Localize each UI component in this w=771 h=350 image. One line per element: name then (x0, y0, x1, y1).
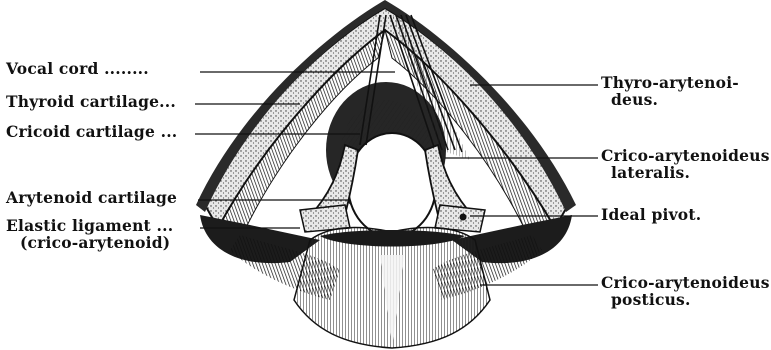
label-thyroid-cartilage: Thyroid cartilage... (6, 93, 176, 110)
label-crico-arytenoideus-lateralis: Crico-arytenoideus lateralis. (601, 147, 770, 181)
label-vocal-cord: Vocal cord ........ (6, 60, 149, 77)
label-line: Ideal pivot. (601, 206, 701, 223)
label-line: Cricoid cartilage ... (6, 123, 177, 140)
label-line: lateralis. (601, 164, 770, 181)
label-ideal-pivot: Ideal pivot. (601, 206, 701, 223)
label-line: deus. (601, 91, 739, 108)
label-line: Vocal cord ........ (6, 60, 149, 77)
glottis-opening (348, 133, 436, 237)
label-thyro-arytenoideus: Thyro-arytenoi- deus. (601, 74, 739, 108)
label-line: posticus. (601, 291, 770, 308)
label-line: Thyroid cartilage... (6, 93, 176, 110)
label-line: Thyro-arytenoi- (601, 74, 739, 91)
label-elastic-ligament: Elastic ligament ... (crico-arytenoid) (6, 217, 173, 251)
label-line: Elastic ligament ... (6, 217, 173, 234)
label-cricoid-cartilage: Cricoid cartilage ... (6, 123, 177, 140)
label-line: Arytenoid cartilage (6, 189, 177, 206)
posterior-muscle (294, 227, 490, 348)
label-crico-arytenoideus-posticus: Crico-arytenoideus posticus. (601, 274, 770, 308)
label-arytenoid-cartilage: Arytenoid cartilage (6, 189, 177, 206)
label-line: Crico-arytenoideus (601, 147, 770, 164)
label-line: (crico-arytenoid) (6, 234, 173, 251)
label-line: Crico-arytenoideus (601, 274, 770, 291)
